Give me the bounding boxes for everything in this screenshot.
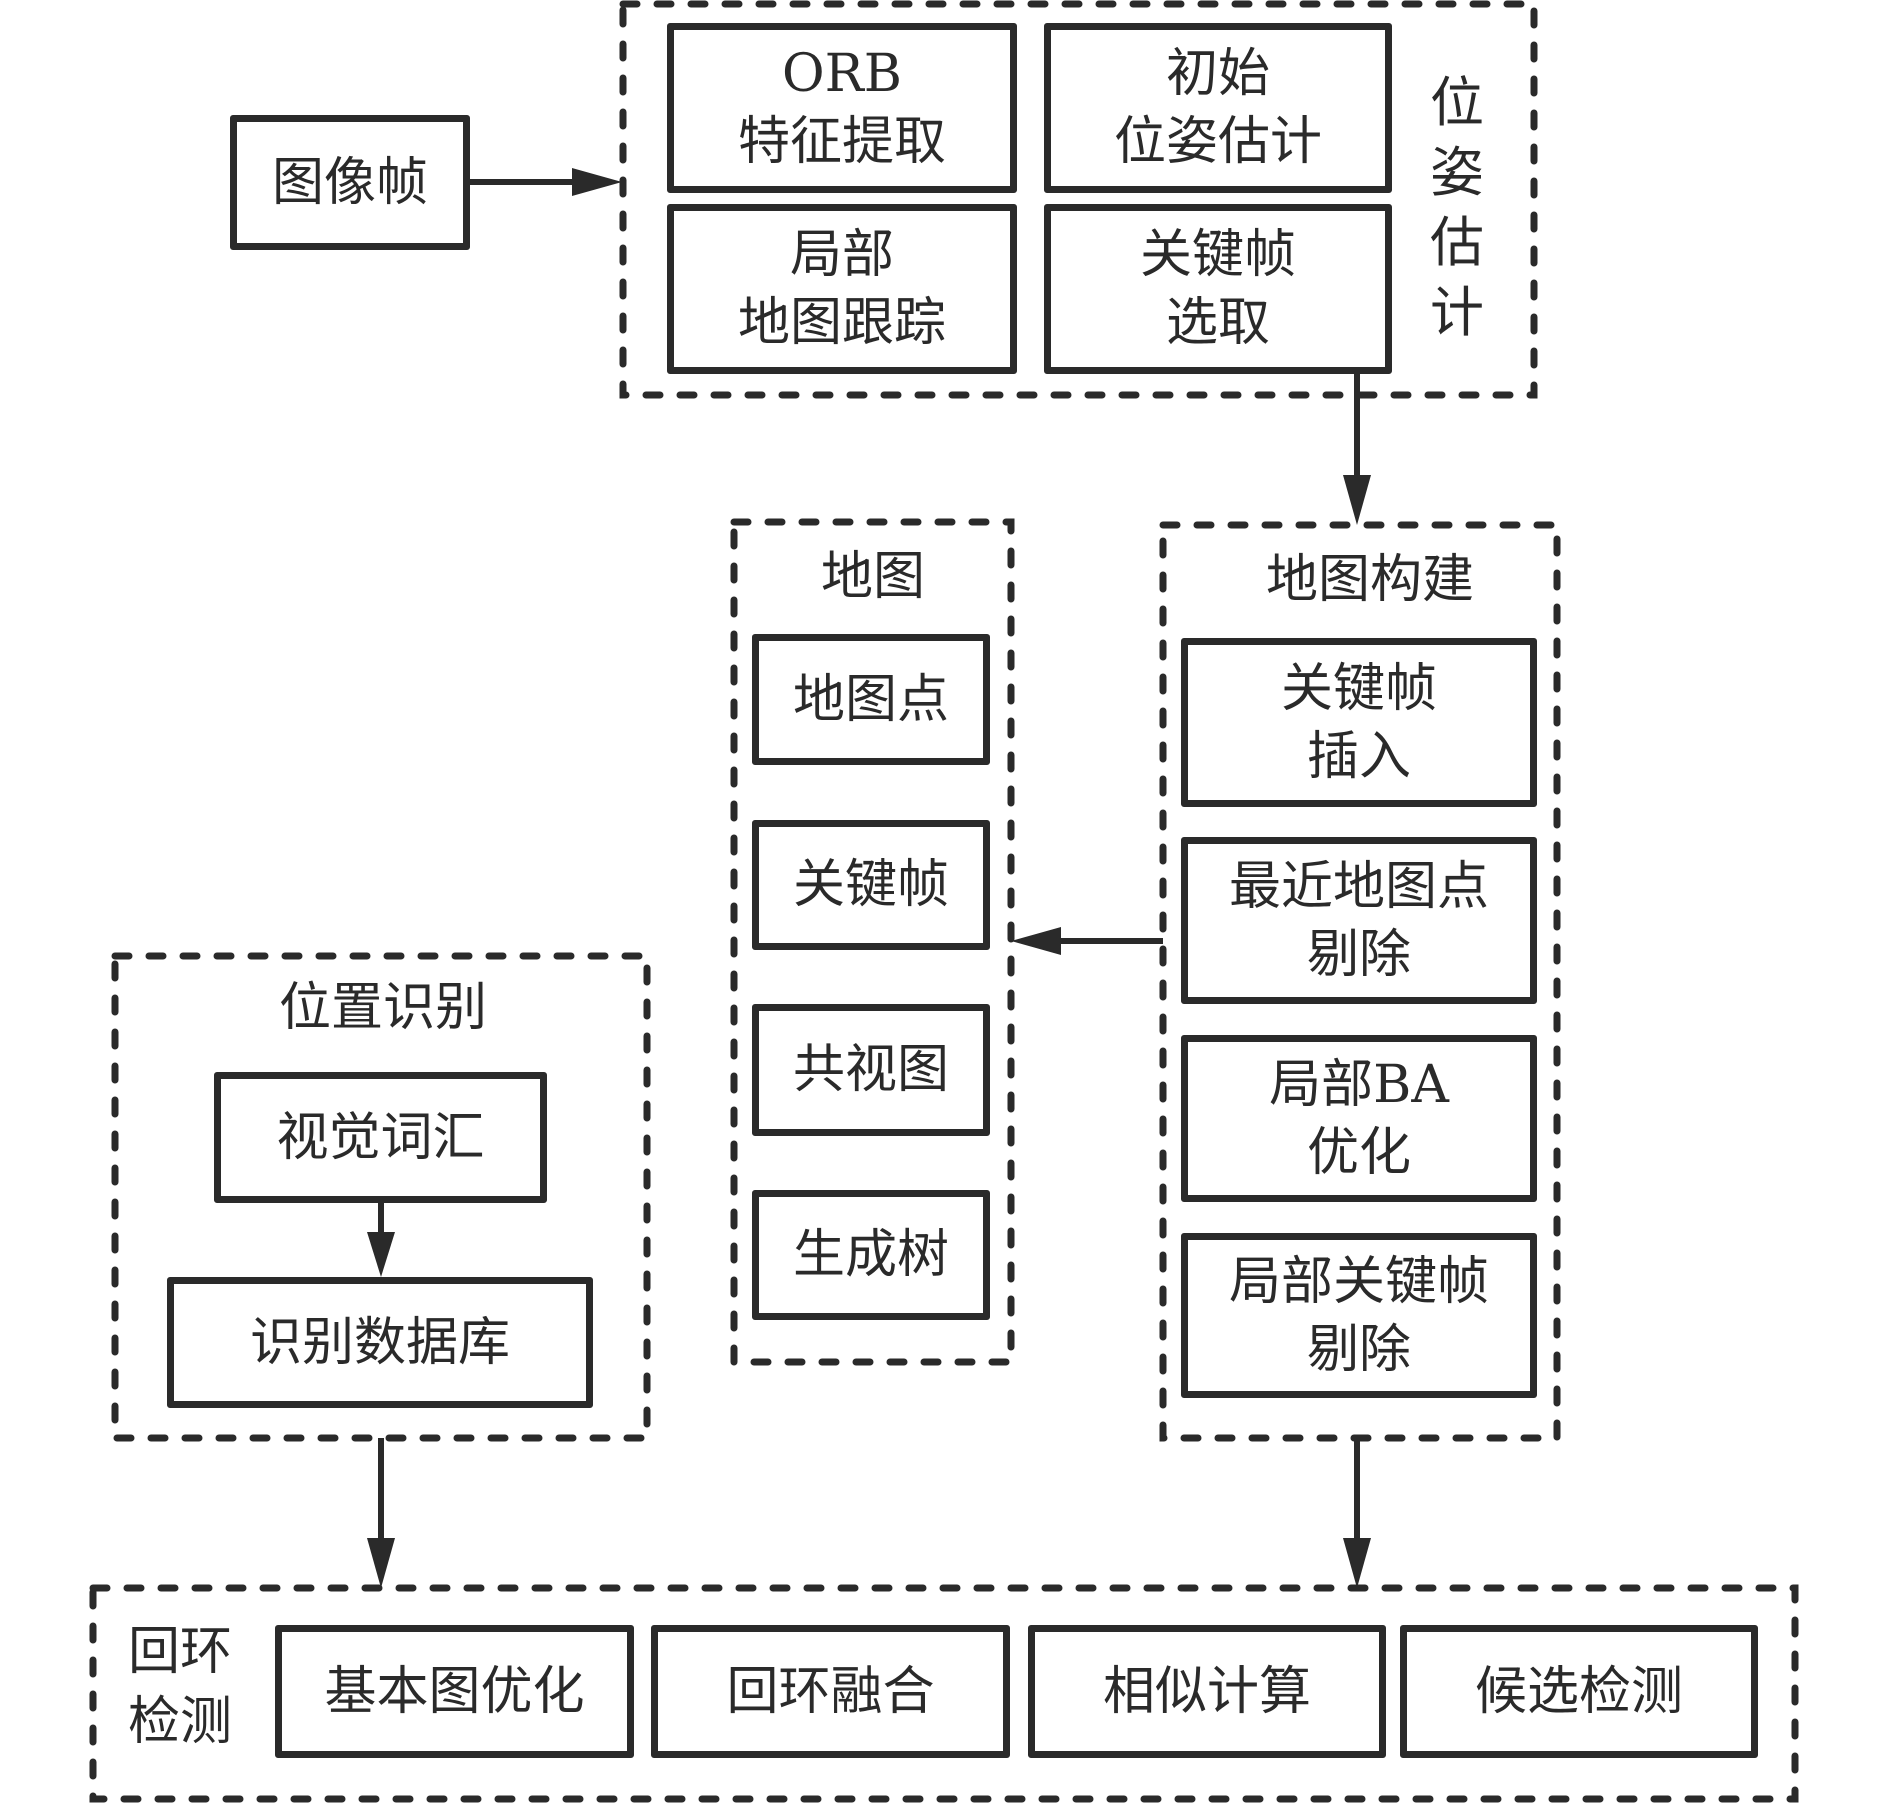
node-label-line: 插入 [1306,726,1411,787]
node-label: 关键帧 [792,855,949,915]
arrowhead-mapbuilding-to-loop [1343,1538,1371,1588]
loop-fusion-node: 回环融合 [651,1625,1010,1758]
node-label-line: 局部BA [1269,1054,1449,1115]
candidate-detection-node: 候选检测 [1400,1625,1758,1758]
arrowhead-vocab-to-database [367,1232,395,1277]
image-frame-node: 图像帧 [230,115,470,250]
recent-map-point-culling-node: 最近地图点 剔除 [1181,837,1537,1004]
map-points-node: 地图点 [752,634,990,765]
keyframe-selection-node: 关键帧 选取 [1044,204,1392,374]
node-label: 候选检测 [1474,1661,1683,1722]
local-keyframe-culling-node: 局部关键帧 剔除 [1181,1233,1537,1398]
node-label: 共视图 [792,1040,949,1100]
node-label-line: 局部关键帧 [1228,1251,1489,1312]
title-char: 位 [1430,71,1484,134]
node-label-line: 地图跟踪 [737,293,946,353]
node-label-line: 剔除 [1306,1319,1411,1380]
node-label: 识别数据库 [249,1312,510,1373]
title-char: 姿 [1430,141,1484,204]
covisibility-graph-node: 共视图 [752,1004,990,1136]
node-label-line: 位姿估计 [1113,112,1322,172]
node-label-line: 优化 [1306,1122,1411,1183]
image-frame-label: 图像帧 [271,152,428,213]
pose-estimation-group-title: 位 姿 估 计 [1422,68,1492,348]
node-label-line: 剔除 [1306,924,1411,985]
local-ba-optimization-node: 局部BA 优化 [1181,1035,1537,1202]
essential-graph-optimization-node: 基本图优化 [275,1625,634,1758]
node-label: 视觉词汇 [276,1107,485,1168]
arrowhead-image-to-pose [572,168,622,196]
node-label-line: 局部 [789,225,894,285]
loop-detection-group-border [89,1584,1799,1803]
title-char: 计 [1430,281,1484,344]
keyframe-insertion-node: 关键帧 插入 [1181,638,1537,807]
node-label-line: 关键帧 [1139,225,1296,285]
initial-pose-estimation-node: 初始 位姿估计 [1044,23,1392,193]
keyframes-node: 关键帧 [752,820,990,950]
node-label: 生成树 [792,1225,949,1285]
node-label-line: 选取 [1165,293,1270,353]
orb-feature-extraction-node: ORB 特征提取 [667,23,1017,193]
visual-vocabulary-node: 视觉词汇 [214,1072,547,1203]
arrowhead-recognition-to-loop [367,1538,395,1588]
node-label: 基本图优化 [324,1661,585,1722]
similarity-computation-node: 相似计算 [1028,1625,1386,1758]
pose-estimation-group-border [619,0,1538,399]
node-label-line: 最近地图点 [1228,856,1489,917]
place-recognition-group-title: 位置识别 [278,978,488,1038]
node-label-line: 特征提取 [737,112,946,172]
loop-detection-group-title: 回环 检测 [128,1617,232,1757]
node-label-line: 初始 [1165,44,1270,104]
title-line: 回环 [127,1622,233,1682]
node-label: 回环融合 [726,1661,935,1722]
node-label-line: 关键帧 [1280,658,1437,719]
node-label: 地图点 [792,669,949,730]
local-map-tracking-node: 局部 地图跟踪 [667,204,1017,374]
recognition-database-node: 识别数据库 [167,1277,593,1408]
spanning-tree-node: 生成树 [752,1190,990,1320]
node-label-line: ORB [782,44,902,104]
arrowhead-mapbuilding-to-map [1011,927,1061,955]
node-label: 相似计算 [1102,1661,1311,1722]
title-line: 检测 [127,1692,233,1752]
arrowhead-keyframe-to-mapbuilding [1343,475,1371,525]
title-char: 估 [1430,211,1484,274]
map-group-title: 地图 [820,547,926,607]
map-group-border [730,518,1015,1366]
map-building-group-title: 地图构建 [1265,550,1475,610]
